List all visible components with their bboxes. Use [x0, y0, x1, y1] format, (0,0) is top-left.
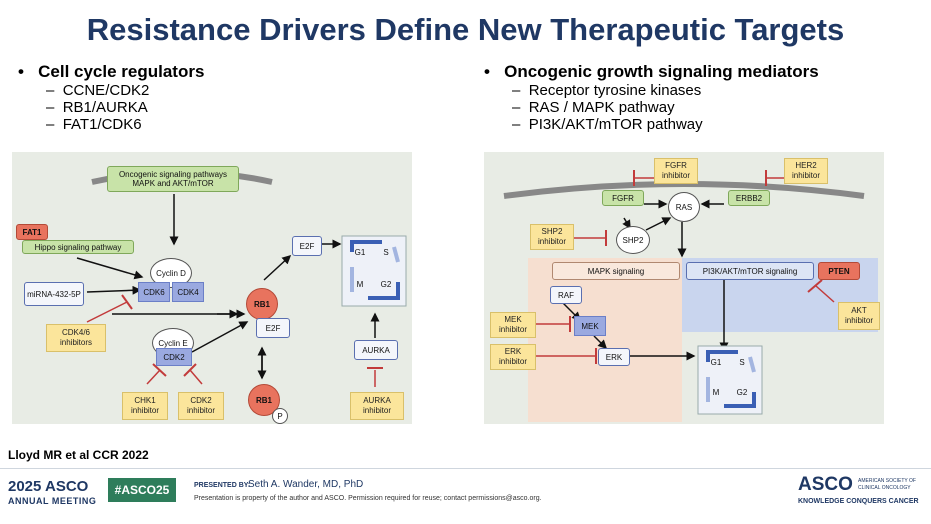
- g1-label: G1: [710, 358, 722, 367]
- presented-by-label: PRESENTED BY:: [194, 482, 251, 489]
- right-bullet-item: – PI3K/AKT/mTOR pathway: [512, 116, 703, 133]
- left-bullet-list: • Cell cycle regulators – CCNE/CDK2 – RB…: [18, 62, 204, 133]
- s-label: S: [383, 248, 389, 257]
- cdk46-inhibitors: CDK4/6 inhibitors: [46, 324, 106, 352]
- e2f-top-node: E2F: [292, 236, 322, 256]
- footer-annual-meeting: ANNUAL MEETING: [8, 496, 97, 506]
- page-title: Resistance Drivers Define New Therapeuti…: [86, 12, 845, 47]
- signaling-diagram: FGFR inhibitor HER2 inhibitor FGFR ERBB2…: [484, 152, 884, 424]
- cell-cycle-diagram: Oncogenic signaling pathways MAPK and AK…: [12, 152, 412, 424]
- akt-inhibitor: AKT inhibitor: [838, 302, 880, 330]
- footer-asco-text: ASCO: [45, 478, 89, 495]
- shp2-inhibitor: SHP2 inhibitor: [530, 224, 574, 250]
- fgfr-inhibitor: FGFR inhibitor: [654, 158, 698, 184]
- rb1-node: RB1: [246, 288, 278, 320]
- mek-inhibitor: MEK inhibitor: [490, 312, 536, 338]
- cell-cycle-arrows: [76, 169, 407, 387]
- hippo-pathway-label: Hippo signaling pathway: [22, 240, 134, 254]
- asco-logo: ASCO: [798, 474, 853, 495]
- footer-notice: Presentation is property of the author a…: [194, 495, 542, 502]
- presenter-name: Seth A. Wander, MD, PhD: [248, 479, 364, 490]
- left-bullet-heading: • Cell cycle regulators: [18, 62, 205, 81]
- raf-node: RAF: [550, 286, 582, 304]
- footer-asco-meeting-logo: 2025 ASCO: [8, 478, 88, 495]
- chk1-inhibitor: CHK1 inhibitor: [122, 392, 168, 420]
- aurka-node: AURKA: [354, 340, 398, 360]
- right-bullet-list: • Oncogenic growth signaling mediators –…: [484, 62, 819, 133]
- erk-node: ERK: [598, 348, 630, 366]
- right-bullet-item: – Receptor tyrosine kinases: [512, 82, 702, 99]
- aurka-inhibitor: AURKA inhibitor: [350, 392, 404, 420]
- right-bullet-heading: • Oncogenic growth signaling mediators: [484, 62, 819, 81]
- fat1-node: FAT1: [16, 224, 48, 240]
- ras-node: RAS: [668, 192, 700, 222]
- g2-label: G2: [380, 280, 392, 289]
- her2-inhibitor: HER2 inhibitor: [784, 158, 828, 184]
- society-line-1: AMERICAN SOCIETY OF: [858, 478, 916, 484]
- pi3k-signaling-header: PI3K/AKT/mTOR signaling: [686, 262, 814, 280]
- s-label: S: [739, 358, 745, 367]
- asco-tagline: KNOWLEDGE CONQUERS CANCER: [798, 498, 919, 505]
- citation: Lloyd MR et al CCR 2022: [8, 448, 149, 462]
- oncogenic-pathways-label: Oncogenic signaling pathways MAPK and AK…: [107, 166, 239, 192]
- left-bullet-item: – FAT1/CDK6: [46, 116, 142, 133]
- cdk6-node: CDK6: [138, 282, 170, 302]
- mek-node: MEK: [574, 316, 606, 336]
- g1-label: G1: [354, 248, 366, 257]
- g2-label: G2: [736, 388, 748, 397]
- hashtag-badge: #ASCO25: [108, 478, 176, 502]
- asco-society-name: AMERICAN SOCIETY OF CLINICAL ONCOLOGY: [858, 478, 916, 492]
- society-line-2: CLINICAL ONCOLOGY: [858, 485, 911, 491]
- left-bullet-item: – CCNE/CDK2: [46, 82, 150, 99]
- rb1-phospho-node: RB1: [248, 384, 280, 416]
- phosphate-node: P: [272, 408, 288, 424]
- cdk2-inhibitor: CDK2 inhibitor: [178, 392, 224, 420]
- cdk4-node: CDK4: [172, 282, 204, 302]
- right-bullet-item: – RAS / MAPK pathway: [512, 99, 675, 116]
- erbb2-receptor: ERBB2: [728, 190, 770, 206]
- erk-inhibitor: ERK inhibitor: [490, 344, 536, 370]
- e2f-bottom-node: E2F: [256, 318, 290, 338]
- shp2-node: SHP2: [616, 226, 650, 254]
- footer-divider: [0, 468, 931, 469]
- fgfr-receptor: FGFR: [602, 190, 644, 206]
- left-bullet-item: – RB1/AURKA: [46, 99, 148, 116]
- footer-year: 2025: [8, 478, 42, 495]
- m-label: M: [356, 280, 364, 289]
- m-label: M: [712, 388, 720, 397]
- cdk2-node: CDK2: [156, 348, 192, 366]
- mapk-signaling-header: MAPK signaling: [552, 262, 680, 280]
- pten-node: PTEN: [818, 262, 860, 280]
- mirna-node: miRNA-432-5P: [24, 282, 84, 306]
